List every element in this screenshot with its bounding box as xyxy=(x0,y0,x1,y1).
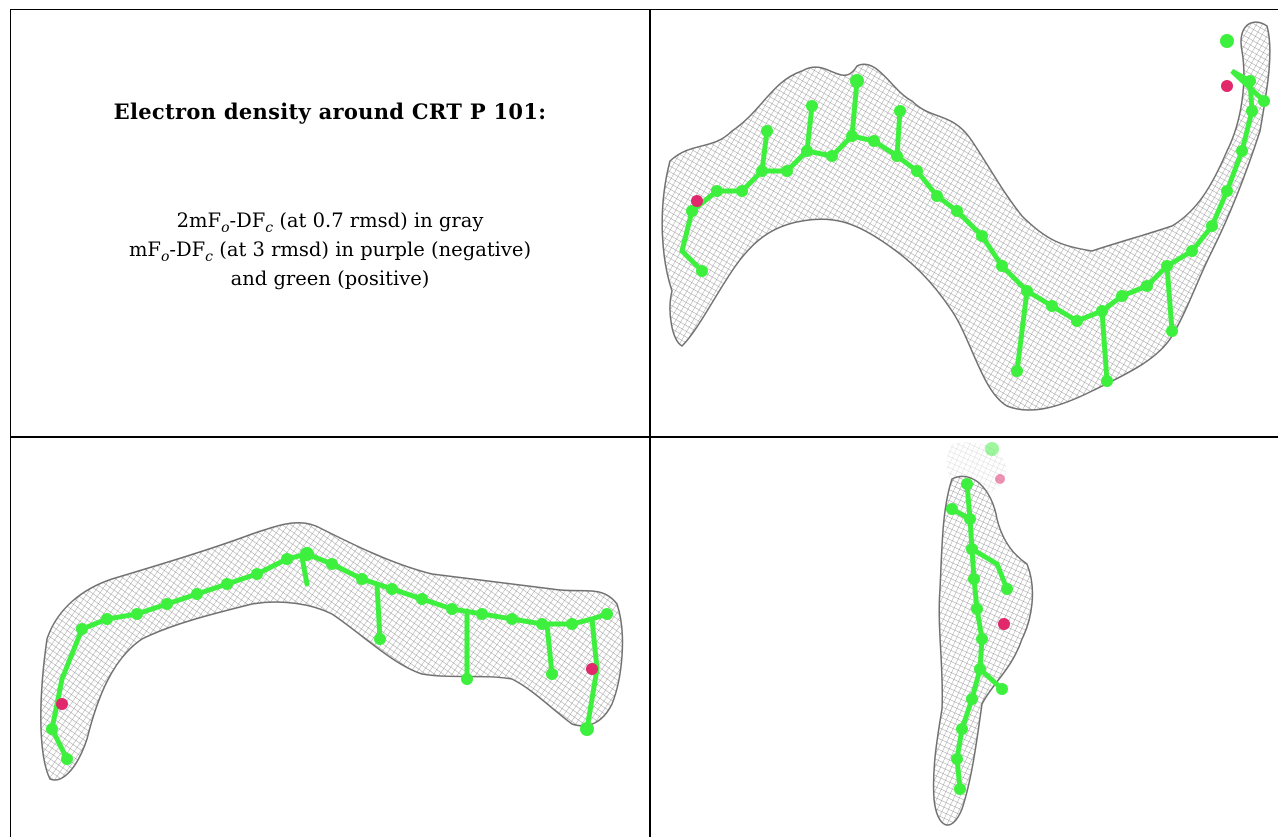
legend-text: -DF xyxy=(229,209,266,232)
legend-text: -DF xyxy=(169,238,206,261)
legend-text: 2mF xyxy=(176,209,222,232)
density-map-view-1 xyxy=(661,21,1271,411)
view-bottom-left xyxy=(12,439,648,837)
carbon-atoms xyxy=(946,478,1013,795)
view-top-right xyxy=(652,11,1276,435)
legend-line-2fo-fc: 2mFo-DFc (at 0.7 rmsd) in gray xyxy=(12,206,648,235)
oxygen-atoms xyxy=(691,80,1233,207)
molecule-chain xyxy=(679,68,1267,384)
legend-subscript: o xyxy=(160,248,170,265)
legend-subscript: o xyxy=(221,219,230,236)
density-legend: 2mFo-DFc (at 0.7 rmsd) in gray mFo-DFc (… xyxy=(12,206,648,293)
table-horizontal-divider xyxy=(10,436,1278,438)
legend-text: mF xyxy=(128,238,161,261)
faded-atom xyxy=(985,442,999,456)
legend-text: (at 3 rmsd) in purple (negative) xyxy=(213,238,532,261)
legend-text: (at 0.7 rmsd) in gray xyxy=(273,209,484,232)
legend-subscript: c xyxy=(205,248,214,265)
table-vertical-divider xyxy=(649,9,651,837)
electron-density-mesh xyxy=(40,521,624,781)
oxygen-atoms xyxy=(56,663,598,710)
density-map-view-3 xyxy=(932,442,1034,826)
legend-line-fo-fc: mFo-DFc (at 3 rmsd) in purple (negative) xyxy=(12,235,648,264)
figure-table-border xyxy=(10,9,1278,837)
view-bottom-right xyxy=(652,439,1276,837)
electron-density-mesh xyxy=(661,21,1271,411)
legend-line-positive: and green (positive) xyxy=(230,267,430,290)
carbon-atoms xyxy=(46,547,613,765)
caption-cell: Electron density around CRT P 101: 2mFo-… xyxy=(12,11,648,435)
legend-subscript: c xyxy=(265,219,274,236)
carbon-atoms xyxy=(686,34,1270,387)
density-map-view-2 xyxy=(40,521,624,781)
oxygen-atoms xyxy=(995,474,1010,630)
caption-heading: Electron density around CRT P 101: xyxy=(113,99,547,124)
